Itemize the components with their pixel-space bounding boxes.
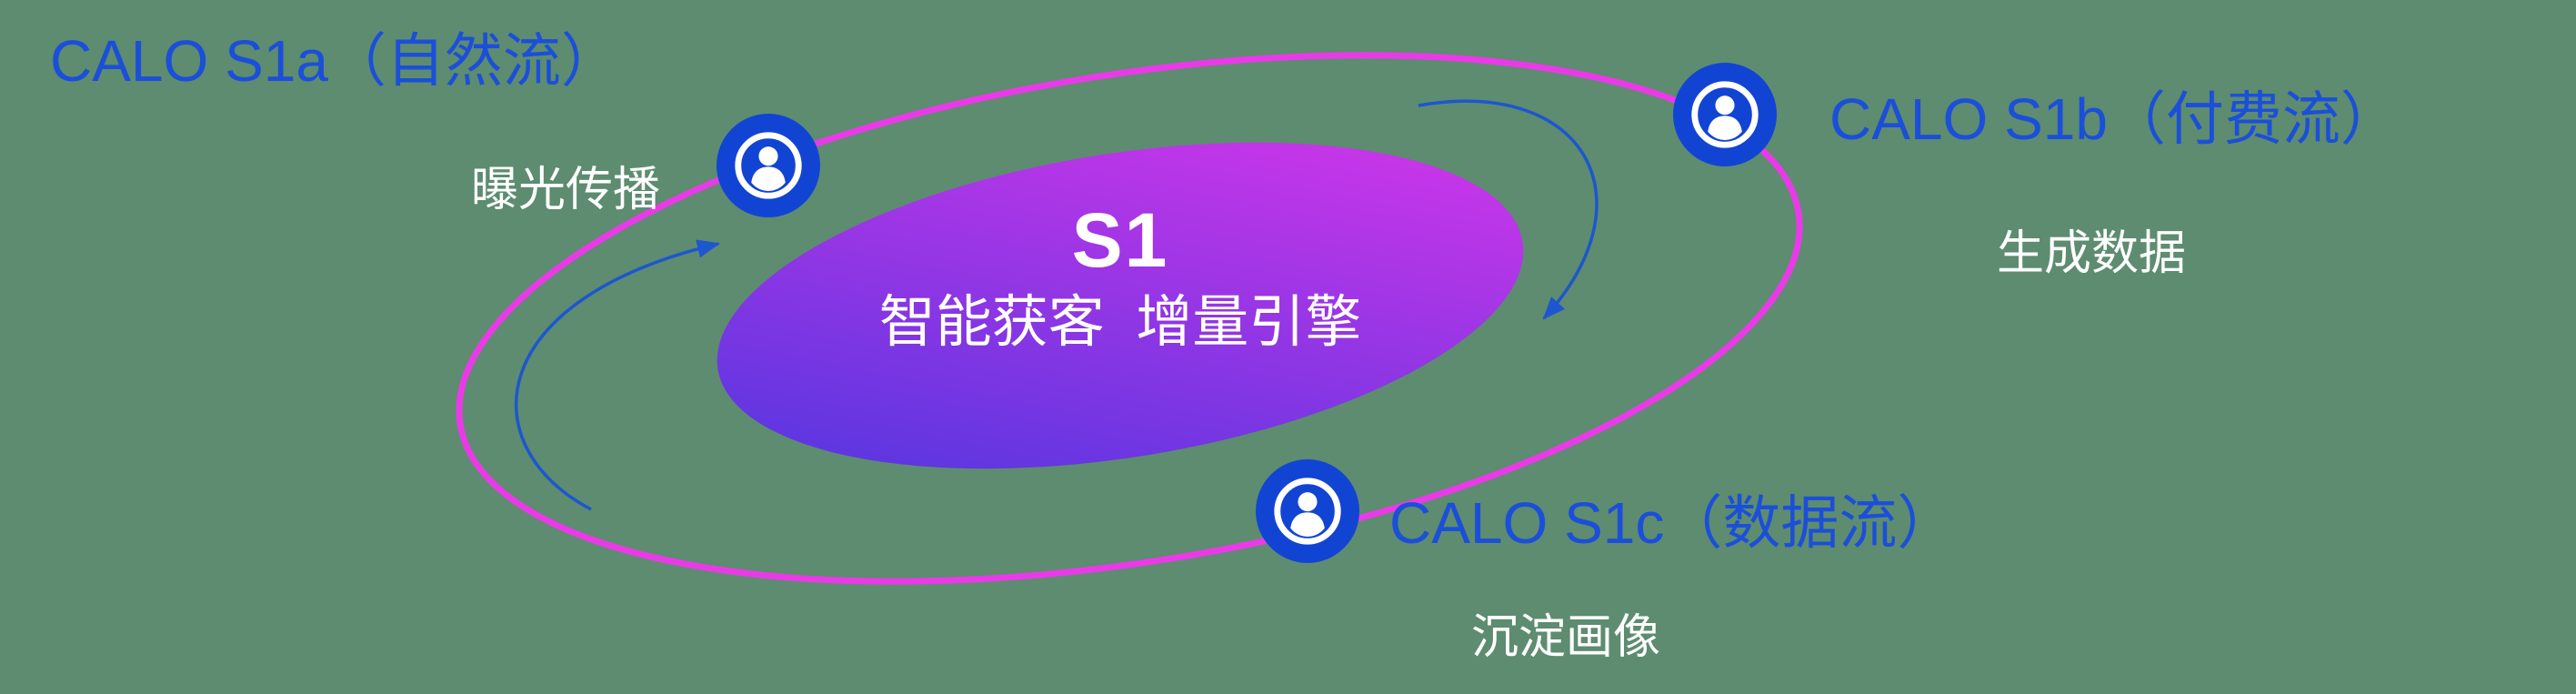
core-title: S1 xyxy=(1071,197,1169,283)
label-s1a: CALO S1a（自然流） xyxy=(50,28,619,94)
node-s1c xyxy=(1256,459,1359,563)
user-circle-icon xyxy=(1274,478,1341,545)
subtitle-s1a: 曝光传播 xyxy=(470,164,661,216)
node-s1b xyxy=(1673,63,1777,166)
subtitle-s1b: 生成数据 xyxy=(1996,227,2187,280)
flow-arrow-left xyxy=(514,239,721,511)
user-circle-icon xyxy=(735,132,802,199)
orbit-ring xyxy=(456,52,1803,585)
core-text: S1 智能获客 增量引擎 xyxy=(879,202,1361,351)
label-s1c: CALO S1c（数据流） xyxy=(1389,490,1956,556)
label-s1b: CALO S1b（付费流） xyxy=(1829,86,2399,152)
user-circle-icon xyxy=(1691,81,1759,148)
subtitle-s1c: 沉淀画像 xyxy=(1470,611,1661,664)
core-subtitle: 智能获客 增量引擎 xyxy=(878,291,1362,354)
core-gradient-ellipse xyxy=(717,142,1524,469)
node-s1a xyxy=(717,114,820,217)
flow-arrow-right xyxy=(1418,99,1599,320)
